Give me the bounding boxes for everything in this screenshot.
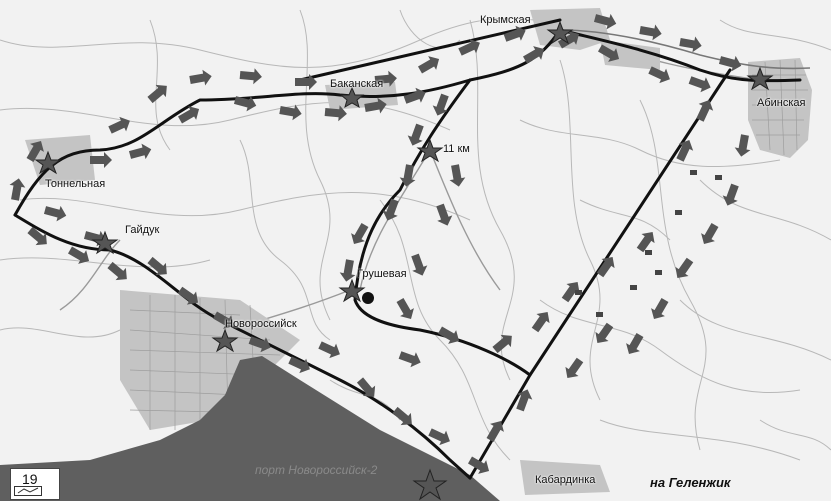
label-gelendzhik: на Геленжик: [650, 475, 731, 490]
star-icon: [211, 328, 239, 353]
star-icon: [338, 278, 366, 303]
town-east-area: [600, 40, 660, 70]
terrain-markers: [575, 170, 722, 317]
sea-area: [0, 356, 500, 501]
label-krymskaya: Крымская: [480, 14, 531, 26]
star-icon: [34, 150, 62, 175]
label-kabardinka: Кабардинка: [535, 474, 596, 486]
label-11km: 11 км: [443, 143, 470, 155]
town-krymskaya-area: [530, 8, 610, 50]
town-kabardinka-area: [520, 460, 610, 495]
label-tonnelnaya: Тоннельная: [45, 178, 106, 190]
current-location-marker: [362, 292, 374, 304]
star-icon: [412, 468, 448, 501]
star-icon: [416, 138, 444, 163]
label-port: порт Новороссийск-2: [255, 463, 378, 477]
label-abinskaya: Абинская: [757, 97, 806, 109]
scale-box: [10, 468, 60, 500]
star-icon: [546, 20, 574, 45]
star-icon: [746, 66, 774, 91]
star-icon: [339, 86, 365, 109]
map-icon: [14, 486, 42, 496]
label-novorossiysk: Новороссийск: [225, 318, 297, 330]
star-markers: [34, 20, 774, 501]
star-icon: [91, 230, 119, 255]
minor-roads: [0, 9, 831, 461]
town-grid: [129, 59, 808, 430]
scale-number: 19: [22, 471, 38, 487]
label-gaiduk: Гайдук: [125, 224, 160, 236]
label-grushevaya: Грушевая: [357, 268, 407, 280]
town-novorossiysk-area: [120, 290, 300, 430]
railway: [559, 29, 811, 70]
label-bakanskaya: Баканская: [330, 78, 384, 90]
